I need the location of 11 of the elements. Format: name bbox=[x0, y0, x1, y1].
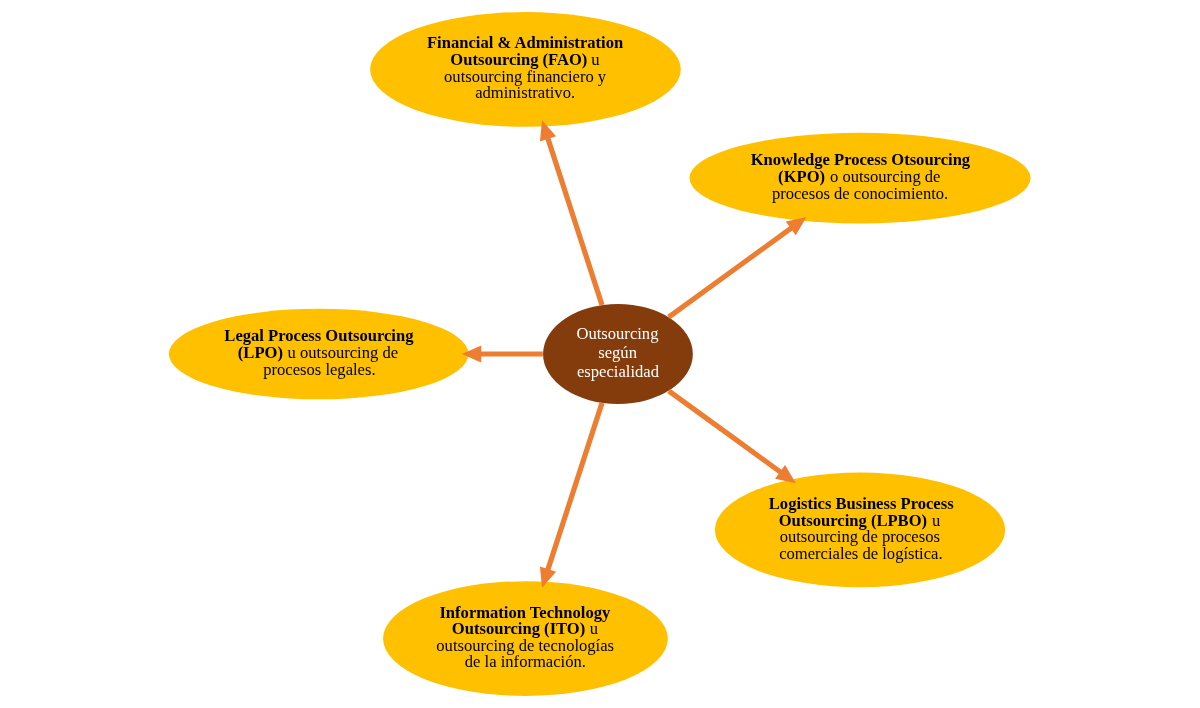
node-ellipse: Legal Process Outsourcing (LPO) u outsourcing de procesos legales. bbox=[168, 308, 469, 400]
node-ellipse: Outsourcing según especialidad bbox=[543, 304, 693, 404]
arrow bbox=[539, 402, 605, 588]
node-ellipse: Logistics Business Process Outsourcing (LPBO) u outsourcing de procesos comerciales de logística. bbox=[714, 472, 1006, 588]
arrow bbox=[667, 388, 796, 484]
node-ellipse: Information Technology Outsourcing (ITO) u outsourcing de tecnologías de la información. bbox=[383, 581, 668, 696]
arrow bbox=[667, 217, 807, 320]
arrow bbox=[539, 120, 605, 306]
node-ellipse: Knowledge Process Otsourcing (KPO) o outsourcing de procesos de conocimiento. bbox=[689, 132, 1031, 224]
arrow bbox=[461, 345, 543, 363]
node-ellipse: Financial & Administration Outsourcing (FAO) u outsourcing financiero y administrativo. bbox=[370, 12, 681, 127]
